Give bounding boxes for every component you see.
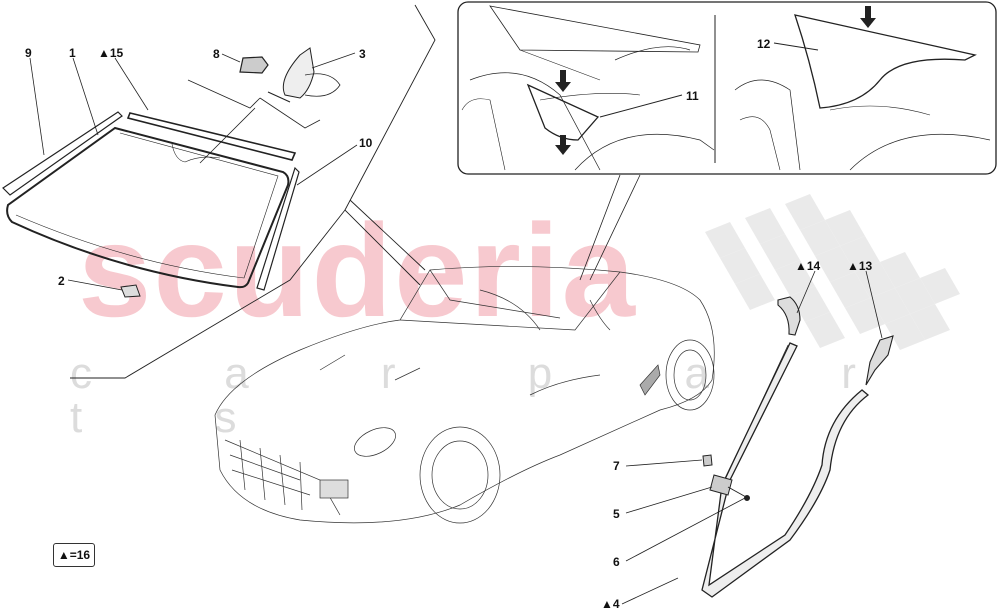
legend-box: ▲=16 [53, 543, 95, 567]
callout-10[interactable]: 10 [359, 136, 373, 150]
door-seal-group [621, 270, 894, 605]
callout-1[interactable]: 1 [69, 46, 76, 60]
legend-text: ▲=16 [57, 548, 91, 562]
arrow-down-icon [860, 6, 876, 28]
callout-13[interactable]: ▲13 [847, 259, 873, 273]
callout-15[interactable]: ▲15 [98, 46, 124, 60]
arrow-down-icon [555, 70, 571, 155]
callout-8[interactable]: 8 [213, 47, 220, 61]
callout-3[interactable]: 3 [359, 47, 366, 61]
watermark-carparts: c a r p a r t s [70, 349, 916, 442]
checkered-flag-icon [705, 194, 960, 350]
callout-9[interactable]: 9 [25, 46, 32, 60]
watermark-scuderia: scuderia [78, 197, 637, 344]
callout-5[interactable]: 5 [613, 507, 620, 521]
car-illustration [214, 266, 715, 524]
callout-12[interactable]: 12 [757, 37, 771, 51]
callout-11[interactable]: 11 [686, 89, 699, 103]
callout-2[interactable]: 2 [58, 274, 65, 288]
windscreen-group [2, 4, 436, 379]
callout-leaders [29, 52, 358, 291]
callout-6[interactable]: 6 [613, 555, 620, 569]
callout-4[interactable]: ▲4 [601, 597, 620, 611]
detail-inset [457, 1, 997, 281]
callout-14[interactable]: ▲14 [795, 259, 821, 273]
callout-7[interactable]: 7 [613, 459, 620, 473]
